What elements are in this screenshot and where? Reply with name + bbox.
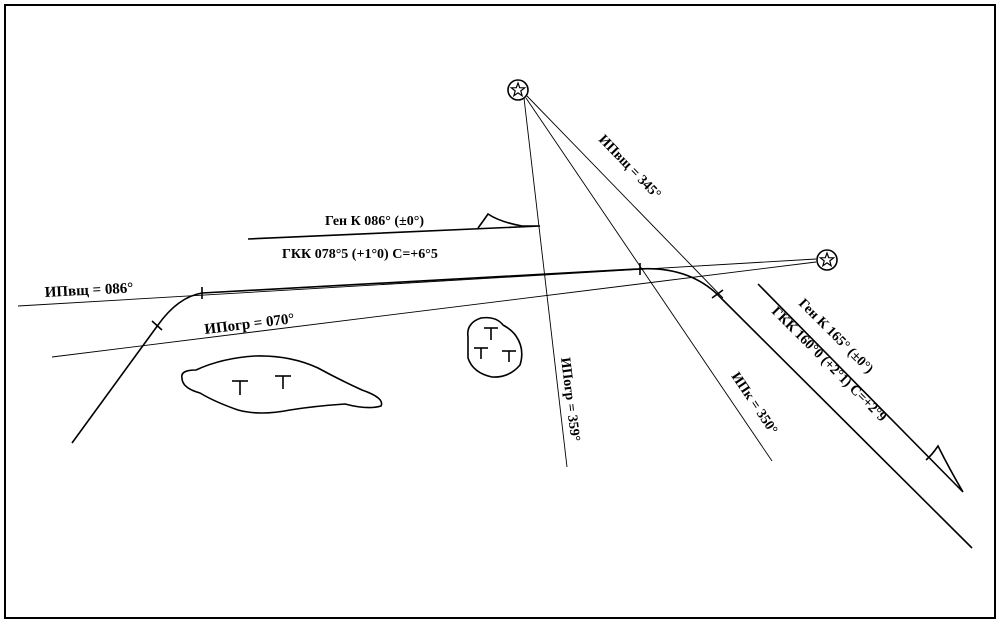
flight-path [71, 267, 973, 549]
label-ip-ogr-left: ИПогр = 070° [204, 311, 296, 338]
bearing-line-ip-vsh-345 [526, 95, 724, 299]
bearing-line-ip-ogr-359 [523, 97, 568, 468]
label-ip-vsh-left: ИПвщ = 086° [44, 280, 133, 301]
star-circle-icon [507, 79, 529, 101]
star-circle-icon [816, 249, 838, 271]
label-gen-k-left: Ген К 086° (±0°) [325, 214, 424, 229]
bearing-line-ip-k-350 [525, 97, 773, 462]
diagram-border [4, 4, 996, 619]
heading-line-left [247, 212, 541, 240]
bearing-line-ip-vsh-086 [17, 258, 817, 307]
heading-line-right [757, 283, 964, 493]
label-ip-vsh-right: ИПвщ = 345° [595, 132, 663, 202]
label-gkk-left: ГКК 078°5 (+1°0) С=+6°5 [282, 247, 438, 262]
label-ip-ogr-right: ИПогр = 359° [557, 357, 582, 443]
bearing-line-ip-ogr-070 [51, 261, 817, 358]
path-tick [711, 289, 724, 299]
marsh-icon [232, 327, 516, 395]
label-ip-k-right: ИПк = 350° [728, 370, 780, 438]
island-outline [180, 355, 383, 414]
path-tick [151, 320, 163, 331]
island-outline [466, 316, 523, 378]
